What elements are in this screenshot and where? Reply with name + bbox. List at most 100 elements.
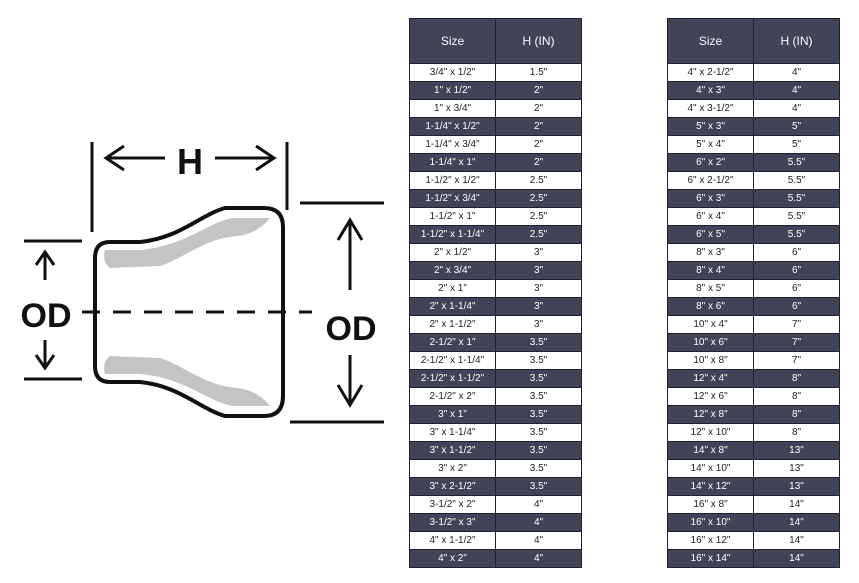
h-cell: 14"	[753, 495, 840, 514]
size-cell: 3" x 2"	[409, 459, 496, 478]
h-cell: 2"	[495, 81, 582, 100]
size-cell: 14" x 12"	[667, 477, 754, 496]
size-cell: 2" x 1-1/2"	[409, 315, 496, 334]
h-cell: 3"	[495, 315, 582, 334]
table-row: 2" x 1"3"	[409, 279, 582, 298]
h-cell: 4"	[495, 495, 582, 514]
h-arrow-left-head	[103, 144, 125, 172]
table-row: 16" x 10"14"	[667, 513, 840, 532]
h-cell: 2"	[495, 153, 582, 172]
h-cell: 3.5"	[495, 369, 582, 388]
size-cell: 1-1/2" x 3/4"	[409, 189, 496, 208]
table-row: 2-1/2" x 1-1/2"3.5"	[409, 369, 582, 388]
h-cell: 2.5"	[495, 189, 582, 208]
size-cell: 14" x 10"	[667, 459, 754, 478]
size-cell: 1" x 3/4"	[409, 99, 496, 118]
h-cell: 2.5"	[495, 225, 582, 244]
reducer-inner-shade-top	[104, 218, 270, 268]
size-cell: 1-1/4" x 1/2"	[409, 117, 496, 136]
size-cell: 2-1/2" x 1"	[409, 333, 496, 352]
table-row: 12" x 10"8"	[667, 423, 840, 442]
table-row: 2" x 1-1/4"3"	[409, 297, 582, 316]
table-row: 5" x 4"5"	[667, 135, 840, 154]
table-row: 4" x 1-1/2"4"	[409, 531, 582, 550]
h-cell: 14"	[753, 531, 840, 550]
size-cell: 16" x 10"	[667, 513, 754, 532]
h-cell: 8"	[753, 369, 840, 388]
size-cell: 1-1/4" x 1"	[409, 153, 496, 172]
h-cell: 3.5"	[495, 405, 582, 424]
size-cell: 10" x 4"	[667, 315, 754, 334]
h-cell: 2"	[495, 117, 582, 136]
od-large-arrow-up-head	[336, 217, 364, 241]
h-cell: 4"	[495, 513, 582, 532]
size-cell: 8" x 5"	[667, 279, 754, 298]
h-cell: 5.5"	[753, 153, 840, 172]
table-row: 16" x 14"14"	[667, 549, 840, 568]
size-cell: 4" x 3-1/2"	[667, 99, 754, 118]
table-row: 2-1/2" x 1-1/4"3.5"	[409, 351, 582, 370]
h-cell: 2.5"	[495, 171, 582, 190]
size-cell: 1-1/2" x 1"	[409, 207, 496, 226]
table-row: 3" x 2-1/2"3.5"	[409, 477, 582, 496]
h-cell: 13"	[753, 477, 840, 496]
h-column-header: H (IN)	[495, 18, 582, 64]
h-cell: 3.5"	[495, 477, 582, 496]
table-row: 2" x 1-1/2"3"	[409, 315, 582, 334]
table-header-row: Size H (IN)	[667, 18, 840, 64]
table-row: 2-1/2" x 2"3.5"	[409, 387, 582, 406]
table-row: 16" x 12"14"	[667, 531, 840, 550]
size-cell: 10" x 6"	[667, 333, 754, 352]
size-cell: 1-1/2" x 1/2"	[409, 171, 496, 190]
table-row: 8" x 5"6"	[667, 279, 840, 298]
size-cell: 16" x 12"	[667, 531, 754, 550]
size-cell: 6" x 3"	[667, 189, 754, 208]
h-cell: 6"	[753, 243, 840, 262]
table-row: 12" x 4"8"	[667, 369, 840, 388]
table-row: 1-1/2" x 3/4"2.5"	[409, 189, 582, 208]
size-cell: 12" x 6"	[667, 387, 754, 406]
size-cell: 3" x 1-1/2"	[409, 441, 496, 460]
size-cell: 2-1/2" x 2"	[409, 387, 496, 406]
h-cell: 8"	[753, 387, 840, 406]
h-cell: 5.5"	[753, 189, 840, 208]
table-row: 8" x 6"6"	[667, 297, 840, 316]
h-column-header: H (IN)	[753, 18, 840, 64]
table-row: 8" x 4"6"	[667, 261, 840, 280]
size-cell: 6" x 2-1/2"	[667, 171, 754, 190]
table-row: 12" x 6"8"	[667, 387, 840, 406]
table-row: 6" x 2"5.5"	[667, 153, 840, 172]
h-cell: 8"	[753, 423, 840, 442]
od-small-label: OD	[21, 297, 72, 335]
table-row: 2-1/2" x 1"3.5"	[409, 333, 582, 352]
reducer-inner-shade-bottom	[104, 356, 270, 406]
size-cell: 8" x 3"	[667, 243, 754, 262]
table-row: 4" x 2"4"	[409, 549, 582, 568]
h-cell: 6"	[753, 279, 840, 298]
size-cell: 6" x 4"	[667, 207, 754, 226]
table-row: 10" x 8"7"	[667, 351, 840, 370]
size-cell: 12" x 8"	[667, 405, 754, 424]
size-cell: 2" x 3/4"	[409, 261, 496, 280]
h-cell: 7"	[753, 315, 840, 334]
table-row: 3" x 2"3.5"	[409, 459, 582, 478]
h-cell: 8"	[753, 405, 840, 424]
h-cell: 3"	[495, 297, 582, 316]
size-cell: 5" x 4"	[667, 135, 754, 154]
size-cell: 3" x 1-1/4"	[409, 423, 496, 442]
table-row: 1-1/2" x 1/2"2.5"	[409, 171, 582, 190]
h-cell: 2"	[495, 135, 582, 154]
table-row: 8" x 3"6"	[667, 243, 840, 262]
od-small-arrow-up-head	[34, 249, 56, 266]
table-row: 1-1/4" x 1"2"	[409, 153, 582, 172]
table-row: 2" x 1/2"3"	[409, 243, 582, 262]
table-row: 10" x 4"7"	[667, 315, 840, 334]
size-cell: 4" x 2"	[409, 549, 496, 568]
table-row: 6" x 3"5.5"	[667, 189, 840, 208]
table-row: 3" x 1"3.5"	[409, 405, 582, 424]
size-cell: 3" x 2-1/2"	[409, 477, 496, 496]
h-cell: 7"	[753, 351, 840, 370]
table-row: 4" x 3-1/2"4"	[667, 99, 840, 118]
table-row: 10" x 6"7"	[667, 333, 840, 352]
size-cell: 2-1/2" x 1-1/2"	[409, 369, 496, 388]
